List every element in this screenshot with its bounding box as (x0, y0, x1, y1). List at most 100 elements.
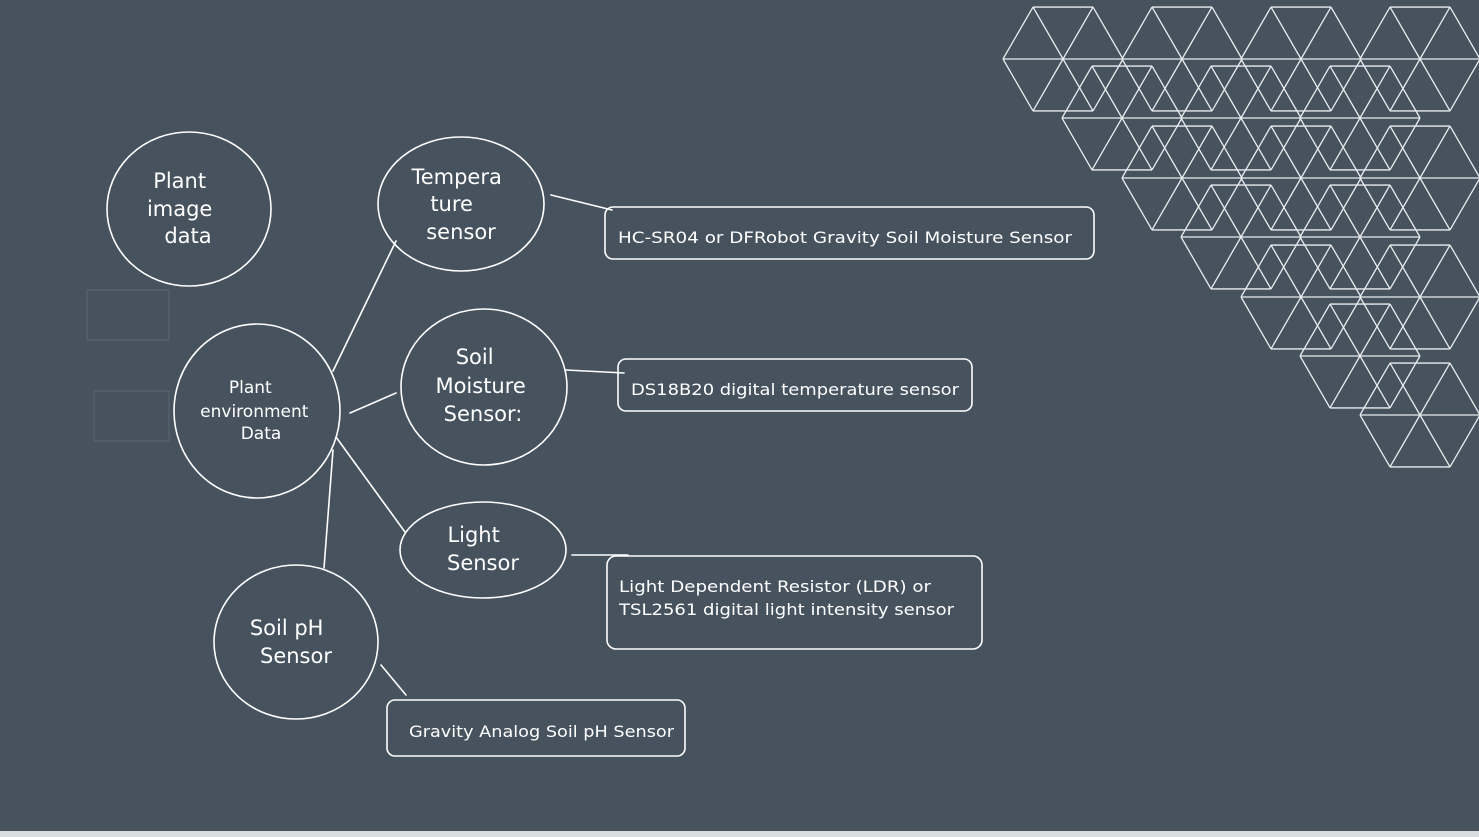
pattern-line (1330, 177, 1362, 231)
connector-ph-box (380, 664, 407, 696)
pattern-line (1151, 65, 1183, 119)
pattern-line (1240, 58, 1272, 112)
pattern-line (1419, 58, 1451, 112)
pattern-line (1449, 59, 1479, 112)
pattern-line (1359, 184, 1391, 238)
pattern-line (1121, 117, 1153, 171)
pattern-line (1359, 125, 1391, 179)
pattern-line (1389, 58, 1421, 112)
pattern-line (1359, 355, 1391, 409)
pattern-line (1299, 355, 1331, 409)
pattern-line (1359, 303, 1391, 357)
pattern-line (1211, 177, 1243, 231)
temperature-sensor-circle (377, 136, 545, 272)
pattern-line (1091, 65, 1123, 119)
pattern-line (1300, 6, 1332, 60)
temperature-detail-box (604, 206, 1095, 260)
pattern-line (1151, 58, 1183, 112)
pattern-line (1092, 6, 1124, 60)
pattern-line (1389, 65, 1421, 119)
placeholder-frame-1 (86, 289, 170, 341)
pattern-line (1270, 58, 1302, 112)
pattern-line (1151, 125, 1183, 179)
plant-environment-circle (173, 323, 341, 499)
connector-env-light (335, 436, 406, 533)
pattern-line (1359, 362, 1391, 416)
plant-environment-label: Plant environment Data (200, 378, 314, 444)
pattern-line (1330, 244, 1362, 298)
pattern-line (1329, 65, 1361, 119)
pattern-line (1211, 58, 1243, 112)
pattern-line (1270, 244, 1302, 298)
pattern-line (1419, 362, 1451, 416)
pattern-line (1270, 125, 1302, 179)
light-detail-text: Light Dependent Resistor (LDR) or TSL256… (618, 577, 955, 619)
pattern-line (1300, 244, 1332, 298)
temperature-sensor-label: Tempera ture sensor (410, 165, 508, 244)
pattern-line (1300, 125, 1332, 179)
pattern-line (1329, 236, 1361, 290)
pattern-line (1330, 6, 1362, 60)
pattern-line (1240, 177, 1272, 231)
pattern-line (1359, 117, 1391, 171)
connector-moisture-box (565, 369, 625, 374)
pattern-line (1181, 177, 1213, 231)
pattern-line (1359, 6, 1391, 60)
pattern-line (1300, 177, 1332, 231)
pattern-line (1121, 65, 1153, 119)
pattern-line (1419, 296, 1451, 350)
pattern-line (1270, 296, 1302, 350)
pattern-line (1359, 65, 1391, 119)
pattern-line (1449, 415, 1479, 468)
pattern-line (1091, 117, 1123, 171)
pattern-line (1389, 355, 1421, 409)
moisture-detail-text: DS18B20 digital temperature sensor (631, 380, 959, 399)
plant-image-label: Plant image data (147, 169, 219, 248)
moisture-detail-box (617, 358, 973, 412)
pattern-line (1449, 125, 1479, 178)
pattern-line (1329, 355, 1361, 409)
pattern-line (1389, 303, 1421, 357)
pattern-line (1092, 58, 1124, 112)
pattern-line (1240, 6, 1272, 60)
pattern-line (1330, 125, 1362, 179)
pattern-line (1121, 6, 1153, 60)
pattern-line (1389, 184, 1421, 238)
connector-env-moisture (349, 392, 397, 414)
ph-detail-text: Gravity Analog Soil pH Sensor (409, 722, 674, 741)
pattern-line (1330, 58, 1362, 112)
pattern-line (1181, 125, 1213, 179)
pattern-line (1240, 65, 1272, 119)
temperature-detail-text: HC-SR04 or DFRobot Gravity Soil Moisture… (618, 228, 1072, 247)
pattern-line (1180, 184, 1212, 238)
connectors (323, 194, 629, 696)
connector-env-ph (323, 449, 334, 569)
pattern-line (1359, 236, 1391, 290)
pattern-line (1121, 125, 1153, 179)
pattern-line (1270, 65, 1302, 119)
pattern-line (1449, 178, 1479, 231)
pattern-line (1299, 65, 1331, 119)
pattern-line (1180, 65, 1212, 119)
pattern-line (1449, 244, 1479, 297)
soil-moisture-sensor-circle (400, 308, 568, 466)
pattern-line (1389, 177, 1421, 231)
pattern-line (1329, 117, 1361, 171)
soil-ph-sensor-circle (213, 564, 379, 720)
connector-env-temperature (332, 240, 397, 372)
pattern-line (1419, 414, 1451, 468)
pattern-line (1061, 117, 1093, 171)
ph-detail-box (386, 699, 686, 757)
placeholder-frame-2 (93, 390, 170, 442)
pattern-line (1240, 296, 1272, 350)
pattern-line (1299, 303, 1331, 357)
pattern-line (1389, 362, 1421, 416)
pattern-line (1359, 177, 1391, 231)
soil-moisture-sensor-label: Soil Moisture Sensor: (435, 345, 532, 426)
pattern-line (1240, 125, 1272, 179)
pattern-line (1032, 58, 1064, 112)
pattern-line (1211, 125, 1243, 179)
pattern-line (1002, 6, 1034, 60)
pattern-line (1270, 184, 1302, 238)
pattern-line (1419, 244, 1451, 298)
